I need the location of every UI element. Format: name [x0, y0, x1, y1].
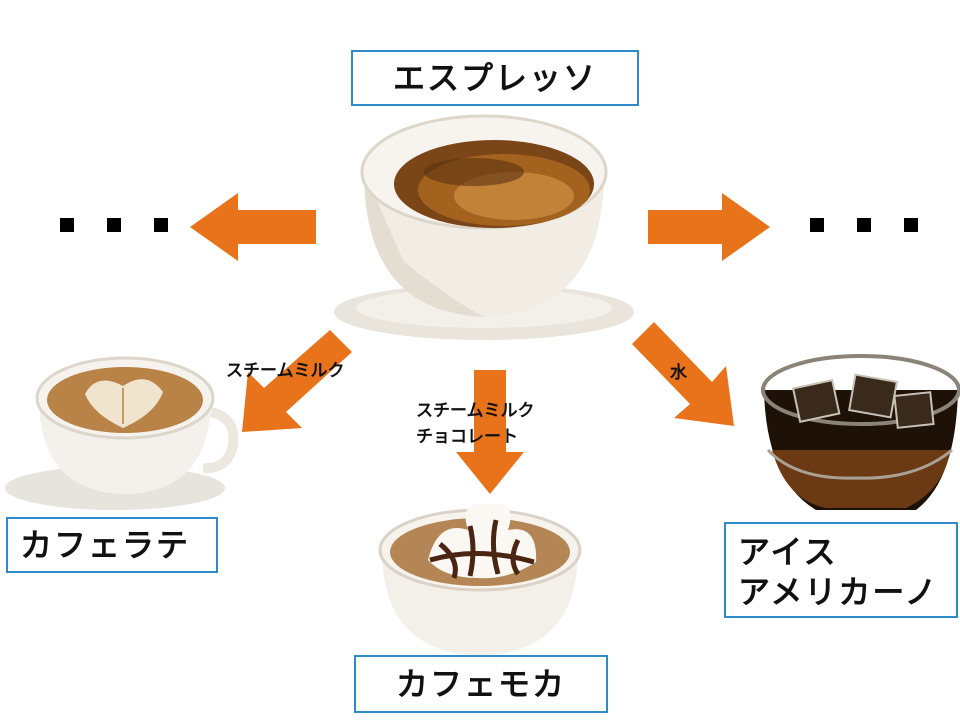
ellipsis-dot — [810, 218, 824, 232]
espresso-label: エスプレッソ — [392, 59, 597, 97]
edge-label-line: チョコレート — [416, 427, 518, 447]
ellipsis-left — [60, 218, 168, 232]
mocha-label-box: カフェモカ — [354, 655, 608, 713]
ellipsis-dot — [107, 218, 121, 232]
americano-label-line: アメリカーノ — [738, 573, 939, 611]
edge-label-line: スチームミルク — [416, 401, 535, 421]
arrow-to-mocha — [456, 370, 524, 494]
latte-label: カフェラテ — [20, 526, 191, 564]
edge-label-steam-milk-chocolate: スチームミルク チョコレート — [416, 398, 535, 450]
ellipsis-right — [810, 218, 918, 232]
americano-glass-image — [761, 354, 960, 510]
edge-label-water: 水 — [670, 363, 687, 383]
arrow-to-americano — [632, 322, 734, 426]
arrow-to-latte — [242, 330, 352, 432]
mocha-cup-image — [378, 503, 582, 656]
latte-label-box: カフェラテ — [6, 517, 218, 573]
espresso-cup-image — [334, 112, 634, 340]
espresso-label-box: エスプレッソ — [351, 50, 639, 106]
arrow-right — [648, 193, 770, 261]
americano-label-line: アイス — [738, 533, 838, 571]
ellipsis-dot — [60, 218, 74, 232]
latte-cup-image — [5, 356, 239, 510]
mocha-label: カフェモカ — [395, 665, 566, 703]
arrow-left — [190, 193, 316, 261]
ellipsis-dot — [154, 218, 168, 232]
ellipsis-dot — [857, 218, 871, 232]
edge-label-steam-milk: スチームミルク — [226, 361, 345, 381]
americano-label-box: アイス アメリカーノ — [724, 522, 958, 618]
ellipsis-dot — [904, 218, 918, 232]
